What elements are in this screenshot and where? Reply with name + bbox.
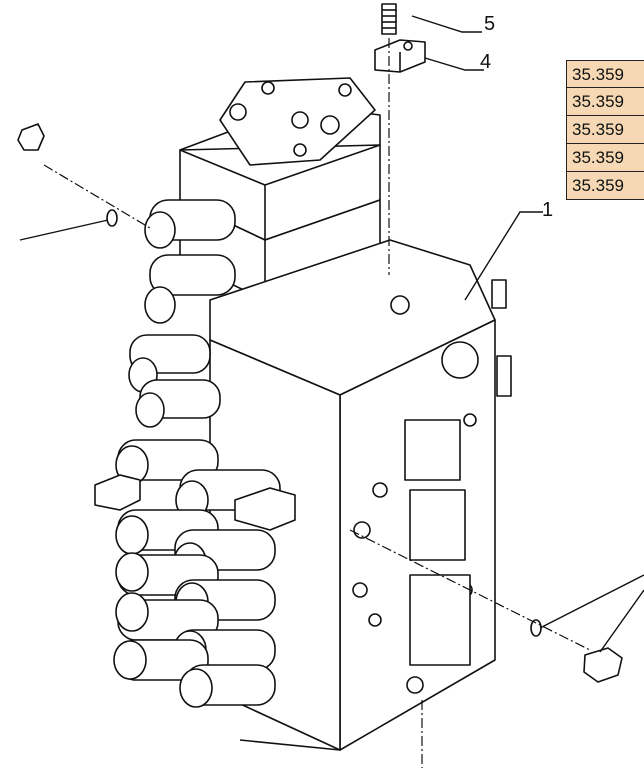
- reference-link[interactable]: 35.359: [566, 88, 644, 116]
- reference-link[interactable]: 35.359: [566, 116, 644, 144]
- reference-link[interactable]: 35.359: [566, 60, 644, 88]
- center-lines: [43, 38, 591, 768]
- side-fittings: [17, 123, 623, 683]
- spool-caps: [94, 199, 296, 708]
- callout-1: 1: [542, 199, 554, 221]
- item-5-screw: [381, 3, 397, 35]
- item-4-block: [374, 39, 426, 73]
- main-valve-body: [209, 239, 496, 751]
- reference-link-list: 35.359 35.359 35.359 35.359 35.359: [566, 60, 644, 200]
- reference-link[interactable]: 35.359: [566, 144, 644, 172]
- callout-5: 5: [484, 13, 496, 35]
- leader-lines: [19, 15, 644, 653]
- reference-link[interactable]: 35.359: [566, 172, 644, 200]
- callout-4: 4: [480, 51, 492, 73]
